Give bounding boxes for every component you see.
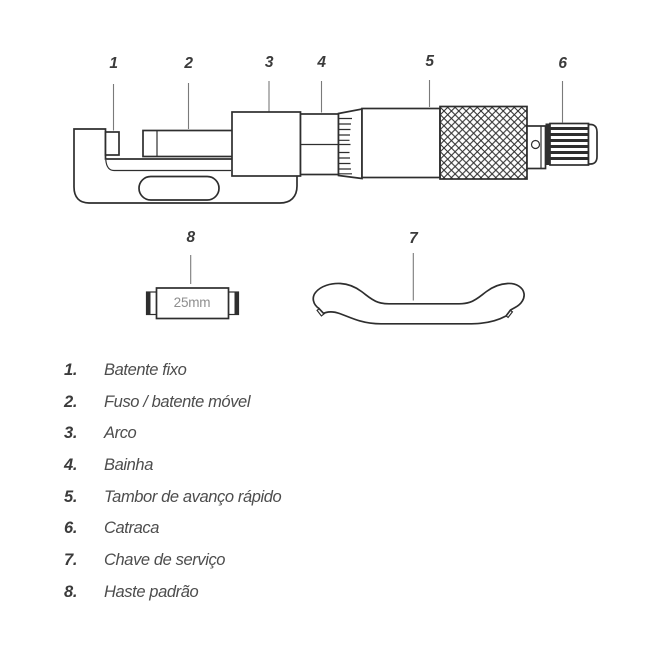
callout-label-8: 8 (186, 229, 196, 246)
standard-rod (145, 287, 240, 320)
legend-item: 8. Haste padrão (64, 577, 281, 609)
legend-item-label: Fuso / batente móvel (104, 392, 251, 411)
legend-item-number: 5. (64, 487, 78, 506)
callout-label-6: 6 (558, 55, 567, 72)
service-wrench (312, 282, 525, 325)
legend-item-number: 2. (64, 392, 78, 411)
legend-item: 2. Fuso / batente móvel (64, 387, 281, 419)
legend-item: 1. Batente fixo (64, 355, 281, 387)
callout-label-2: 2 (184, 55, 193, 72)
legend-item-label: Catraca (104, 519, 159, 538)
ratchet-collar (526, 125, 547, 170)
legend-item-number: 4. (64, 456, 78, 475)
legend-item: 4. Bainha (64, 450, 281, 482)
legend-item-label: Batente fixo (104, 361, 187, 379)
legend-item-label: Chave de serviço (104, 551, 226, 570)
frame-arco (73, 128, 298, 204)
legend-item: 7. Chave de serviço (64, 545, 281, 577)
legend-item-label: Haste padrão (104, 582, 199, 601)
rod-size-label: 25mm (173, 295, 211, 310)
legend-item: 3. Arco (64, 418, 281, 450)
thimble-knurl (439, 105, 528, 180)
legend-item-number: 7. (64, 551, 78, 570)
legend-item-number: 3. (64, 424, 78, 443)
thimble (361, 107, 441, 179)
callout-label-1: 1 (109, 55, 118, 72)
legend-item-label: Tambor de avanço rápido (104, 487, 282, 506)
legend-item-number: 1. (64, 361, 78, 379)
legend-item: 6. Catraca (64, 513, 281, 545)
ratchet-knob (545, 122, 598, 166)
callout-label-5: 5 (425, 53, 434, 70)
legend-item-number: 6. (64, 519, 78, 538)
callout-label-7: 7 (409, 230, 418, 247)
fixed-anvil (104, 131, 120, 156)
legend-item-label: Bainha (104, 456, 153, 475)
frame-boss (231, 111, 302, 177)
legend-item-label: Arco (104, 424, 137, 443)
leader-lines (112, 80, 564, 301)
legend-item-number: 8. (64, 582, 78, 601)
thimble-bevel (300, 107, 363, 180)
parts-legend: 1. Batente fixo 2. Fuso / batente móvel 3.… (64, 355, 282, 609)
callout-label-4: 4 (317, 54, 326, 71)
spindle (142, 129, 234, 158)
callout-label-3: 3 (264, 54, 274, 71)
legend-item: 5. Tambor de avanço rápido (64, 482, 282, 514)
